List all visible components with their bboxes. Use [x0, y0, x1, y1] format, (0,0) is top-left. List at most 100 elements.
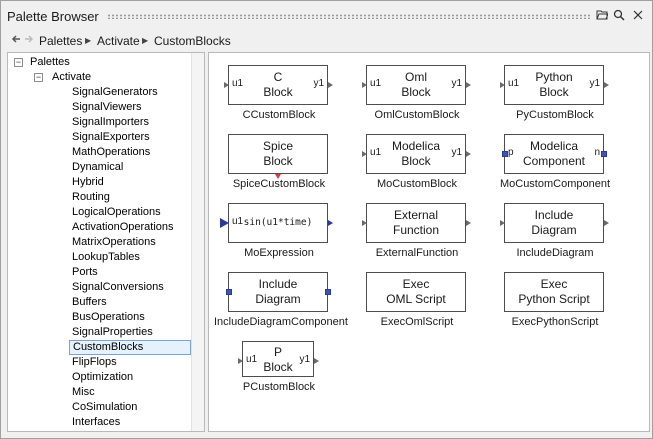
input-port-label: u1: [370, 78, 382, 89]
tree-item-signalviewers[interactable]: SignalViewers: [72, 100, 142, 115]
close-icon[interactable]: [631, 9, 645, 23]
tree-item-label: MathOperations: [72, 146, 151, 158]
title-bar: Palette Browser: [1, 1, 652, 29]
tree-item-misc[interactable]: Misc: [72, 385, 95, 400]
tree-item-interfaces[interactable]: Interfaces: [72, 415, 120, 430]
tree-item-label: SignalProperties: [72, 326, 153, 338]
tree-item-cosimulation[interactable]: CoSimulation: [72, 400, 137, 415]
block-caption: SpiceCustomBlock: [232, 178, 326, 190]
tree-item-flipflops[interactable]: FlipFlops: [72, 355, 117, 370]
tree-item-hybrid[interactable]: Hybrid: [72, 175, 104, 190]
block-label: Spice: [262, 139, 294, 153]
tree-item-label: SignalImporters: [72, 116, 150, 128]
input-port-icon: [500, 220, 505, 226]
output-port-icon: [466, 82, 471, 88]
tree-item-customblocks[interactable]: CustomBlocks: [69, 340, 191, 355]
tree-item-label: Misc: [72, 386, 95, 398]
tree-item-lookuptables[interactable]: LookupTables: [72, 250, 140, 265]
tree-item-logicaloperations[interactable]: LogicalOperations: [72, 205, 161, 220]
tree-item-dynamical[interactable]: Dynamical: [72, 160, 123, 175]
output-port-label: y1: [313, 78, 324, 89]
tree-item-label: LogicalOperations: [72, 206, 161, 218]
block-caption: OmlCustomBlock: [374, 109, 460, 121]
block-caption: ExecPythonScript: [511, 316, 599, 328]
block-body[interactable]: sin(u1*time)u1: [220, 203, 333, 243]
block-label: Modelica: [391, 139, 441, 153]
block-label: Diagram: [531, 223, 577, 237]
tree-item-mathoperations[interactable]: MathOperations: [72, 145, 150, 160]
tree-item-signalexporters[interactable]: SignalExporters: [72, 130, 150, 145]
block-caption: PyCustomBlock: [516, 109, 594, 121]
input-port-label: u1: [370, 147, 382, 158]
block-caption: IncludeDiagram: [516, 247, 594, 259]
folder-open-icon[interactable]: [595, 9, 609, 23]
connector-port-icon: [226, 289, 232, 295]
tree-item-signalconversions[interactable]: SignalConversions: [72, 280, 164, 295]
input-port-label: u1: [232, 78, 244, 89]
breadcrumb: Palettes ▶ Activate ▶ CustomBlocks: [1, 31, 652, 51]
output-port-label: n: [594, 147, 600, 158]
block-label: Component: [522, 154, 586, 168]
block-caption: CCustomBlock: [242, 109, 316, 121]
search-icon[interactable]: [612, 9, 626, 23]
tree-scrollbar[interactable]: [191, 53, 204, 431]
tree-item-label: Dynamical: [72, 161, 124, 173]
output-port-icon: [604, 220, 609, 226]
breadcrumb-activate[interactable]: Activate: [97, 34, 140, 48]
breadcrumb-palettes[interactable]: Palettes: [39, 34, 83, 48]
block-label: Exec: [402, 277, 430, 291]
tree-item-matrixoperations[interactable]: MatrixOperations: [72, 235, 156, 250]
input-port-icon: [362, 82, 367, 88]
breadcrumb-customblocks[interactable]: CustomBlocks: [154, 34, 231, 48]
tree-item-signalgenerators[interactable]: SignalGenerators: [72, 85, 158, 100]
tree-item-busoperations[interactable]: BusOperations: [72, 310, 145, 325]
tree-item-signalimporters[interactable]: SignalImporters: [72, 115, 149, 130]
tree-item-ports[interactable]: Ports: [72, 265, 98, 280]
collapse-icon[interactable]: −: [14, 57, 23, 67]
tree-item-label: BusOperations: [72, 311, 145, 323]
drag-grip[interactable]: [107, 14, 591, 19]
tree-item-buffers[interactable]: Buffers: [72, 295, 107, 310]
input-port-label: u1: [508, 78, 520, 89]
block-label: P: [273, 345, 282, 359]
back-arrow-icon[interactable]: [11, 31, 21, 51]
tree-item-label: Interfaces: [72, 416, 121, 428]
tree-item-signalproperties[interactable]: SignalProperties: [72, 325, 153, 340]
input-port-icon: [238, 358, 243, 364]
collapse-icon[interactable]: −: [34, 72, 43, 82]
tree-item-routing[interactable]: Routing: [72, 190, 110, 205]
tree-item-activationoperations[interactable]: ActivationOperations: [72, 220, 174, 235]
tree-item-optimization[interactable]: Optimization: [72, 370, 133, 385]
block-caption: MoCustomBlock: [376, 178, 458, 190]
block-caption: MoCustomComponent: [499, 178, 611, 190]
tree-item-label: ActivationOperations: [72, 221, 174, 233]
